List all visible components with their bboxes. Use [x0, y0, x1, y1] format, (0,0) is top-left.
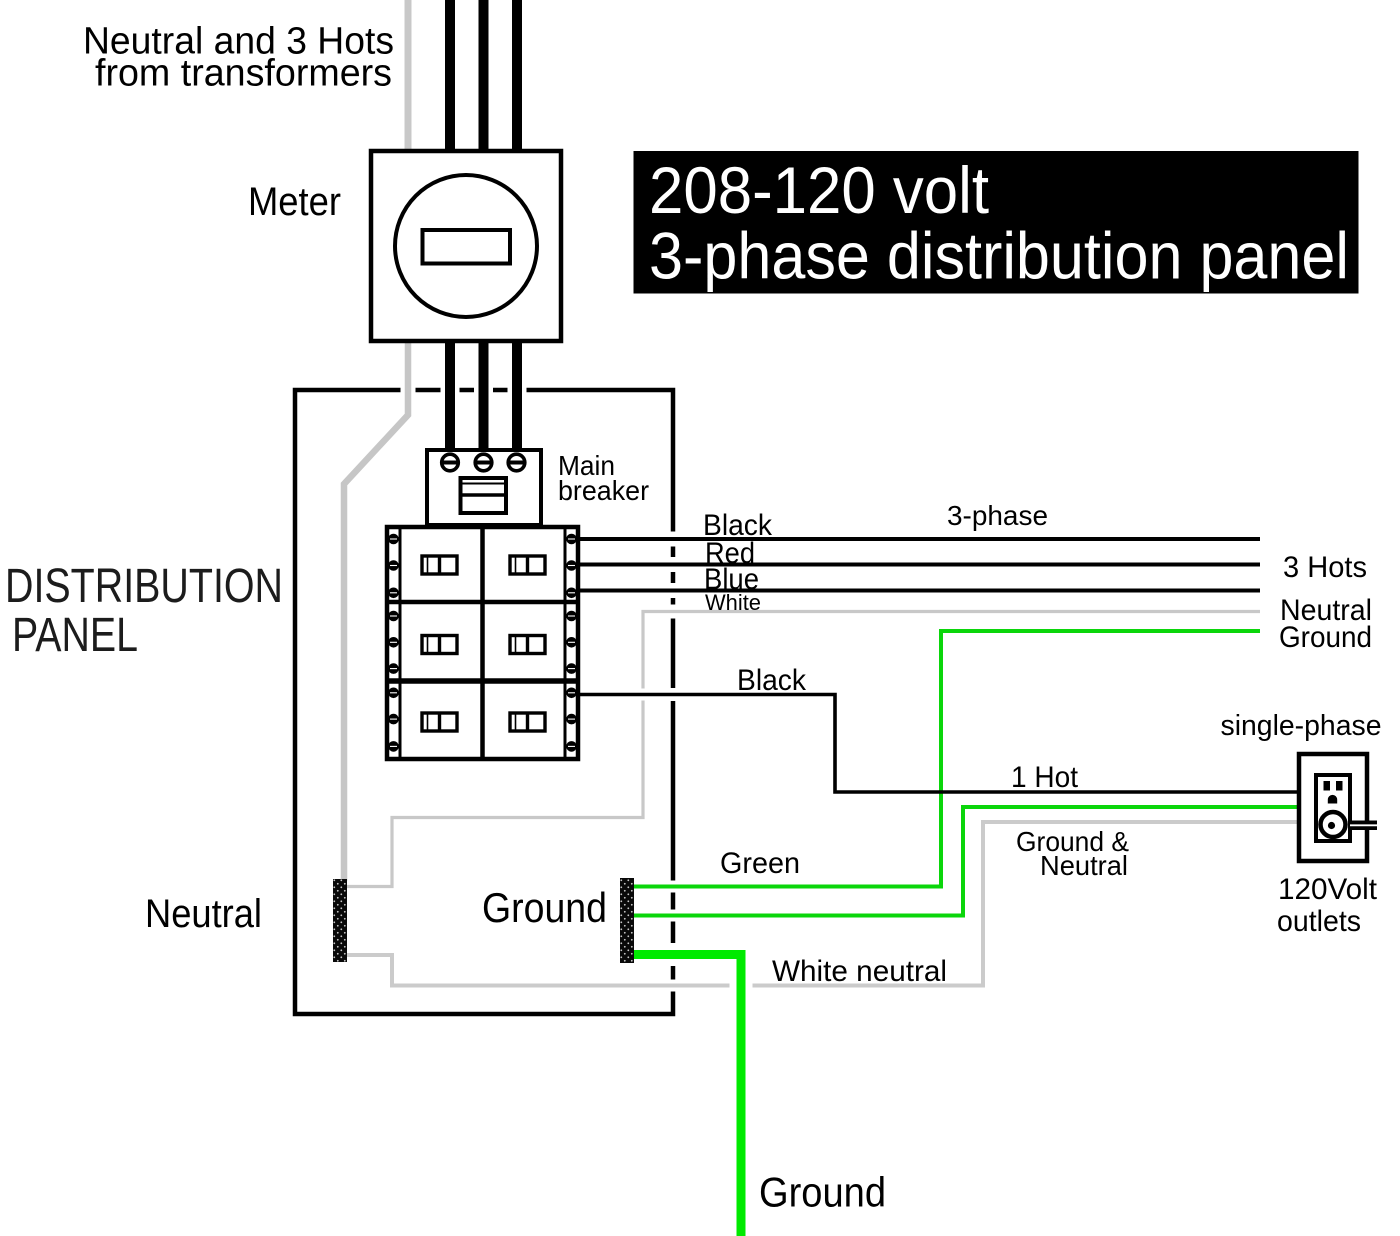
svg-text:breaker: breaker — [558, 475, 649, 506]
svg-text:Neutral: Neutral — [1040, 850, 1128, 881]
svg-text:DISTRIBUTION: DISTRIBUTION — [5, 560, 283, 613]
svg-text:White neutral: White neutral — [772, 955, 947, 988]
svg-text:Neutral: Neutral — [145, 892, 262, 936]
svg-text:3-phase distribution panel: 3-phase distribution panel — [649, 219, 1349, 293]
svg-text:Neutral and 3 Hots: Neutral and 3 Hots — [83, 21, 394, 63]
svg-text:Ground: Ground — [482, 884, 607, 931]
svg-text:Ground &: Ground & — [1016, 826, 1129, 857]
svg-text:Neutral: Neutral — [1280, 594, 1372, 627]
svg-text:3 Hots: 3 Hots — [1283, 551, 1367, 584]
svg-text:1 Hot: 1 Hot — [1011, 761, 1079, 794]
svg-text:208-120 volt: 208-120 volt — [649, 153, 989, 227]
svg-text:Blue: Blue — [704, 563, 759, 596]
svg-text:120Volt: 120Volt — [1278, 873, 1378, 906]
svg-text:Black: Black — [737, 664, 807, 697]
svg-text:3-phase: 3-phase — [947, 500, 1048, 531]
svg-text:White: White — [705, 590, 761, 615]
svg-text:outlets: outlets — [1277, 905, 1361, 938]
svg-text:single-phase: single-phase — [1221, 710, 1382, 742]
svg-text:Main: Main — [558, 450, 615, 481]
svg-text:Black: Black — [703, 509, 773, 542]
svg-text:Green: Green — [720, 847, 800, 880]
svg-text:Red: Red — [705, 537, 755, 570]
svg-text:from transformers: from transformers — [95, 53, 392, 95]
svg-text:PANEL: PANEL — [12, 609, 138, 662]
svg-text:Ground: Ground — [759, 1169, 886, 1216]
svg-text:Ground: Ground — [1279, 621, 1372, 654]
svg-text:Meter: Meter — [248, 180, 341, 224]
